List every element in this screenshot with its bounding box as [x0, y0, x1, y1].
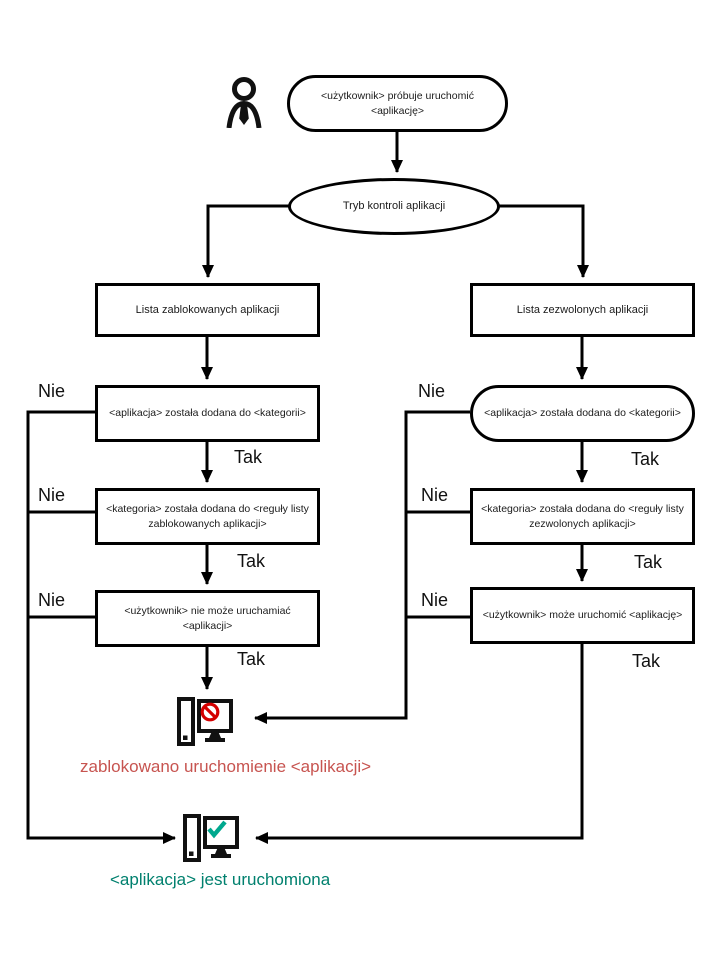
computer-blocked-icon — [177, 697, 233, 746]
label-no: Nie — [38, 590, 66, 610]
node-left-step3: <użytkownik> nie może uruchamiać <aplika… — [95, 590, 320, 647]
node-right-step2-label: <kategoria> została dodana do <reguły li… — [481, 503, 684, 530]
node-allowlist-label: Lista zezwolonych aplikacji — [516, 303, 649, 316]
label-yes: Tak — [234, 447, 263, 467]
label-yes: Tak — [631, 449, 660, 469]
node-start: <użytkownik> próbuje uruchomić <aplikacj… — [287, 75, 508, 132]
node-right-step3-label: <użytkownik> może uruchomić <aplikację> — [482, 609, 683, 622]
label-no: Nie — [418, 381, 446, 401]
allowed-result-text: <aplikacja> jest uruchomiona — [110, 870, 331, 889]
node-left-step1: <aplikacja> została dodana do <kategorii… — [95, 385, 320, 442]
node-right-step1-label: <aplikacja> została dodana do <kategorii… — [484, 407, 681, 420]
node-denylist: Lista zablokowanych aplikacji — [95, 283, 320, 337]
node-left-step2-label: <kategoria> została dodana do <reguły li… — [106, 503, 309, 530]
label-no: Nie — [38, 485, 66, 505]
node-start-label: <użytkownik> próbuje uruchomić <aplikacj… — [321, 90, 474, 117]
node-denylist-label: Lista zablokowanych aplikacji — [135, 303, 280, 316]
label-yes: Tak — [634, 552, 663, 572]
label-yes: Tak — [237, 649, 266, 669]
blocked-result-text: zablokowano uruchomienie <aplikacji> — [80, 757, 372, 776]
node-right-step2: <kategoria> została dodana do <reguły li… — [470, 488, 695, 545]
label-no: Nie — [38, 381, 66, 401]
computer-allowed-icon — [183, 814, 239, 862]
label-yes: Tak — [237, 551, 266, 571]
node-left-step2: <kategoria> została dodana do <reguły li… — [95, 488, 320, 545]
node-control-mode: Tryb kontroli aplikacji — [288, 178, 500, 235]
node-left-step1-label: <aplikacja> została dodana do <kategorii… — [109, 407, 306, 420]
user-icon — [226, 77, 262, 128]
label-no: Nie — [421, 485, 449, 505]
node-allowlist: Lista zezwolonych aplikacji — [470, 283, 695, 337]
node-left-step3-label: <użytkownik> nie może uruchamiać <aplika… — [124, 605, 291, 632]
node-control-mode-label: Tryb kontroli aplikacji — [342, 200, 446, 213]
label-yes: Tak — [632, 651, 661, 671]
node-right-step1: <aplikacja> została dodana do <kategorii… — [470, 385, 695, 442]
label-no: Nie — [421, 590, 449, 610]
node-right-step3: <użytkownik> może uruchomić <aplikację> — [470, 587, 695, 644]
